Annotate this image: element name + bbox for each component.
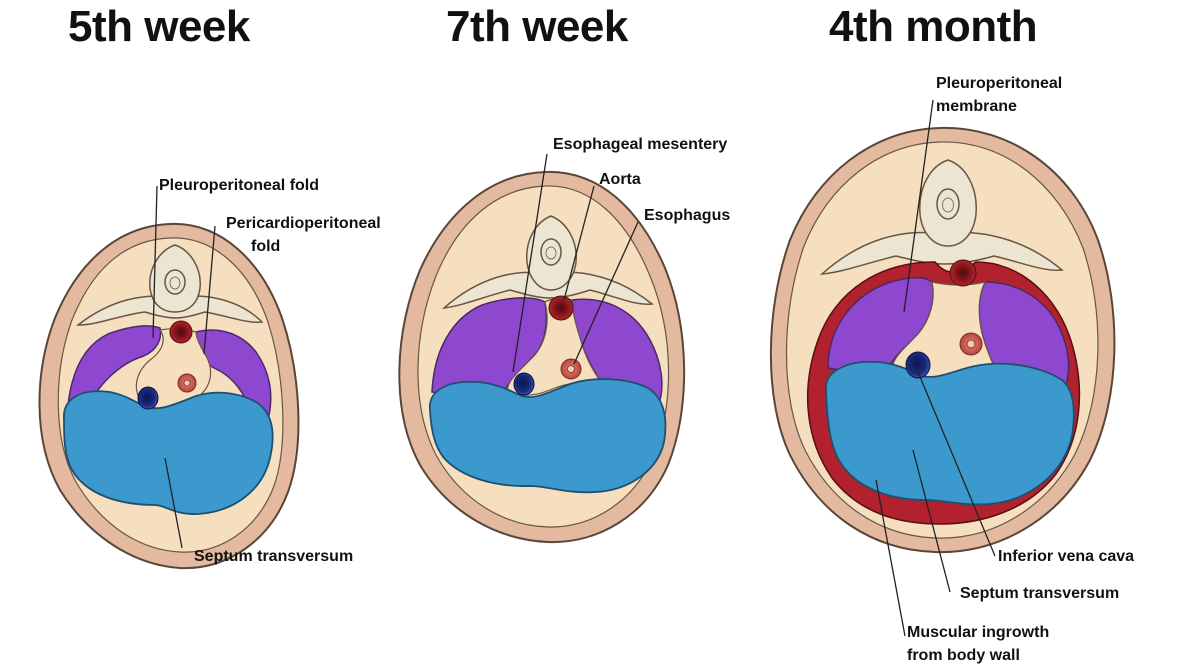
vertebral-canal: [164, 269, 186, 295]
leader-pericardioperitoneal-fold: [203, 225, 216, 355]
leader-inferior-vena-cava: [917, 371, 996, 557]
aorta: [949, 259, 977, 287]
vertebral-body: [919, 159, 977, 247]
vertebral-canal-inner: [942, 197, 954, 213]
esophagus-lumen: [183, 379, 191, 387]
vertebral-canal: [540, 238, 562, 266]
leader-septum-transversum: [912, 449, 951, 593]
leader-aorta: [563, 185, 595, 301]
leader-lines: [875, 99, 996, 637]
esophagus-lumen: [567, 365, 575, 373]
esophagus-lumen: [966, 339, 976, 349]
inferior-vena-cava: [137, 386, 159, 410]
leader-lines: [512, 153, 639, 373]
panel-5th-week: [38, 185, 300, 570]
vertebral-canal-inner: [545, 246, 557, 260]
label-inferior-vena-cava: Inferior vena cava: [998, 548, 1135, 565]
aorta: [169, 320, 193, 344]
label-esophageal-mesentery: Esophageal mesentery: [553, 136, 728, 153]
vertebral-body: [149, 244, 201, 313]
label-pericardioperitoneal-fold-line2: fold: [251, 238, 281, 255]
label-pleuroperitoneal-membrane-line1: Pleuroperitoneal: [936, 75, 1063, 92]
title-7th-week: 7th week: [446, 2, 628, 51]
label-muscular-ingrowth-line1: Muscular ingrowth: [907, 624, 1050, 641]
inferior-vena-cava: [905, 351, 931, 379]
aorta: [548, 295, 574, 321]
leader-esophagus: [573, 221, 639, 365]
septum-transversum: [63, 390, 274, 515]
label-esophagus: Esophagus: [644, 207, 731, 224]
label-pleuroperitoneal-fold: Pleuroperitoneal fold: [159, 177, 320, 194]
vertebral-canal-inner: [169, 276, 181, 290]
label-aorta: Aorta: [599, 171, 641, 188]
label-muscular-ingrowth-line2: from body wall: [907, 647, 1020, 664]
vertebral-body: [526, 215, 577, 291]
title-5th-week: 5th week: [68, 2, 250, 51]
label-septum-transversum-4th-month: Septum transversum: [960, 585, 1120, 602]
panel-7th-week: [398, 153, 686, 544]
leader-pleuroperitoneal-fold: [152, 185, 158, 339]
leader-pleuroperitoneal-membrane: [903, 99, 934, 313]
leader-muscular-ingrowth: [875, 479, 906, 637]
septum-transversum: [825, 360, 1075, 506]
label-pleuroperitoneal-membrane-line2: membrane: [936, 98, 1017, 115]
label-septum-transversum-5th-week: Septum transversum: [194, 548, 354, 565]
label-pericardioperitoneal-fold-line1: Pericardioperitoneal: [226, 215, 381, 232]
title-4th-month: 4th month: [829, 2, 1038, 51]
leader-lines: [152, 185, 216, 549]
panel-4th-month: [769, 99, 1116, 637]
septum-transversum: [429, 378, 667, 494]
leader-septum-transversum: [164, 457, 183, 549]
leader-esophageal-mesentery: [512, 153, 548, 373]
vertebral-canal: [936, 188, 960, 220]
inferior-vena-cava: [513, 372, 535, 396]
